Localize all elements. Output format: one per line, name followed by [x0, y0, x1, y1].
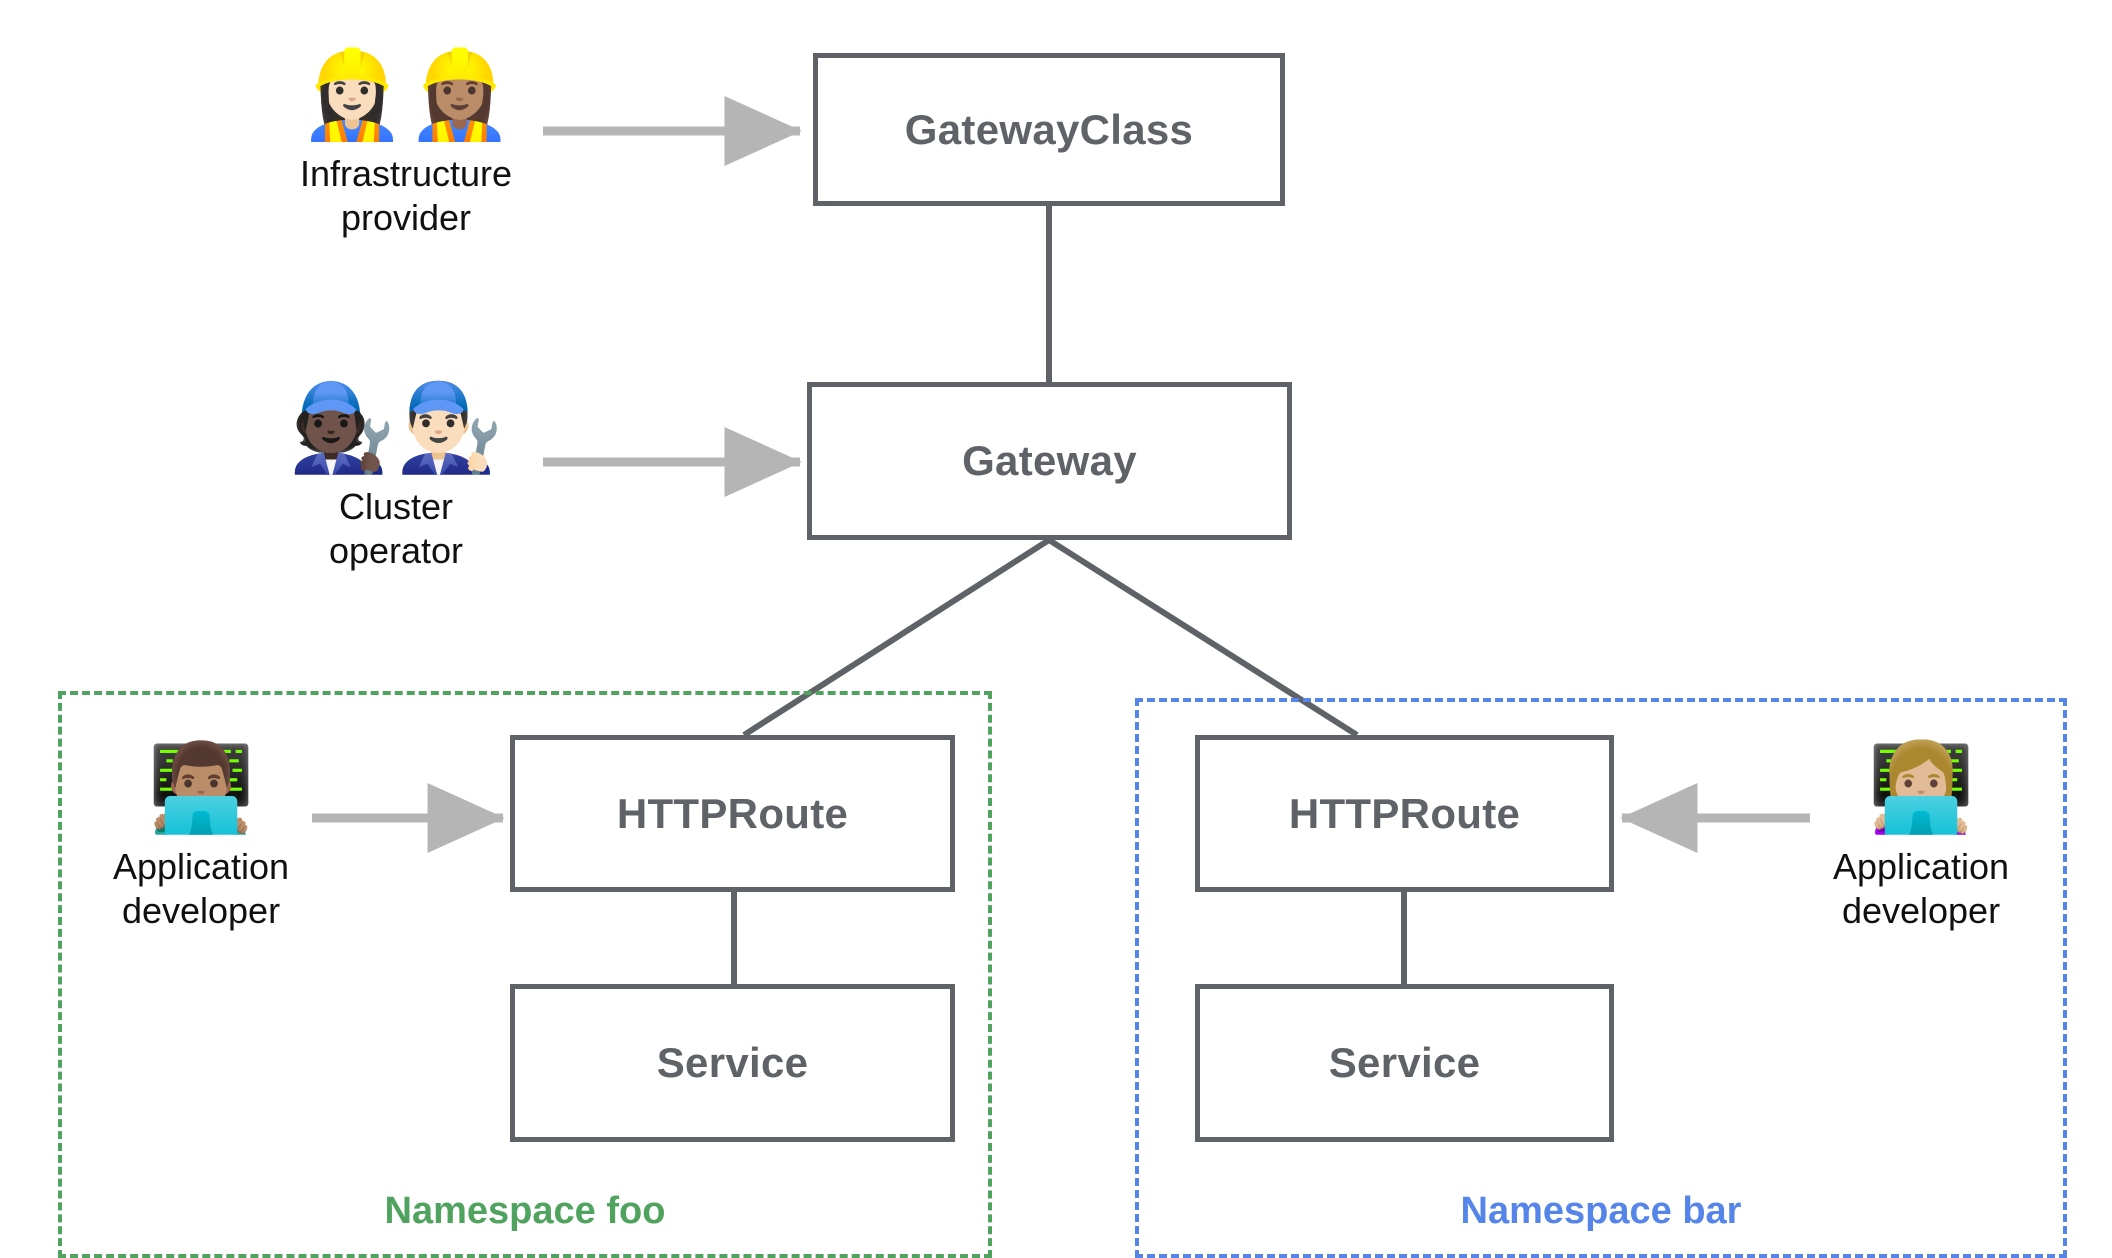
- httproute-bar-box[interactable]: HTTPRoute: [1195, 735, 1614, 892]
- service-foo-box[interactable]: Service: [510, 984, 955, 1142]
- gateway-box[interactable]: Gateway: [807, 382, 1292, 540]
- mechanic-emoji: 🧑🏿‍🔧👨🏻‍🔧: [288, 378, 504, 478]
- httproute-bar-label: HTTPRoute: [1288, 789, 1521, 837]
- gateway-label: Gateway: [962, 437, 1137, 484]
- namespace-foo-container: [58, 691, 992, 1258]
- gatewayclass-label: GatewayClass: [904, 105, 1194, 153]
- persona-infrastructure-provider: 👷🏻‍♀️👷🏽‍♀️ Infrastructure provider: [278, 52, 534, 240]
- gatewayclass-box[interactable]: GatewayClass: [813, 53, 1285, 206]
- service-bar-box[interactable]: Service: [1195, 984, 1614, 1142]
- persona-app-developer-foo: 👨🏽‍💻 Application developer: [90, 745, 312, 933]
- technologist-emoji: 👩🏼‍💻: [1867, 738, 1975, 838]
- persona-app-developer-bar-caption: Application developer: [1832, 846, 2010, 931]
- httproute-foo-label: HTTPRoute: [616, 789, 849, 837]
- technologist-emoji: 👨🏽‍💻: [147, 738, 255, 838]
- service-foo-label: Service: [656, 1039, 809, 1086]
- persona-app-developer-foo-caption: Application developer: [112, 846, 290, 931]
- persona-app-developer-bar: 👩🏼‍💻 Application developer: [1810, 745, 2032, 933]
- namespace-bar-container: [1135, 698, 2067, 1258]
- namespace-bar-label: Namespace bar: [1460, 1190, 1742, 1232]
- httproute-foo-box[interactable]: HTTPRoute: [510, 735, 955, 892]
- persona-cluster-operator-caption: Cluster operator: [328, 486, 464, 571]
- namespace-foo-label: Namespace foo: [384, 1190, 666, 1232]
- persona-cluster-operator: 🧑🏿‍🔧👨🏻‍🔧 Cluster operator: [268, 385, 524, 573]
- construction-worker-emoji: 👷🏻‍♀️👷🏽‍♀️: [298, 45, 514, 145]
- service-bar-label: Service: [1328, 1039, 1481, 1086]
- persona-infrastructure-provider-caption: Infrastructure provider: [299, 153, 513, 238]
